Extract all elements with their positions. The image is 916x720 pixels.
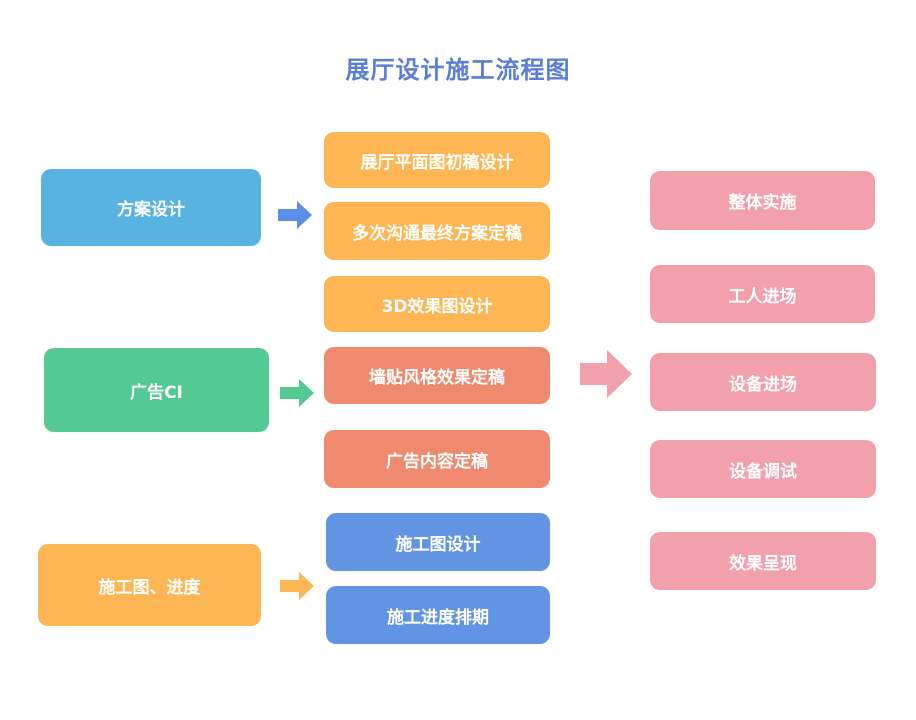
arrow-right-icon [280,379,314,407]
node-ad-ci: 广告CI [44,348,269,432]
node-workers-entry: 工人进场 [650,265,875,323]
diagram-title: 展厅设计施工流程图 [345,56,571,84]
node-ad-content: 广告内容定稿 [324,430,550,488]
arrow-right-icon [278,201,312,229]
arrow-right-icon [280,572,314,600]
node-final-scheme: 多次沟通最终方案定稿 [324,202,550,260]
node-construction-drawing-progress: 施工图、进度 [38,544,261,626]
node-construction-drawing: 施工图设计 [326,513,550,571]
node-overall-implementation: 整体实施 [650,171,875,230]
node-schedule: 施工进度排期 [326,586,550,644]
node-floor-plan-draft: 展厅平面图初稿设计 [324,132,550,188]
node-effect-presentation: 效果呈现 [650,532,876,590]
node-equipment-entry: 设备进场 [650,353,876,411]
node-wall-sticker-style: 墙贴风格效果定稿 [324,347,550,404]
node-equipment-debugging: 设备调试 [650,440,876,498]
arrow-right-icon [580,350,632,398]
node-3d-rendering: 3D效果图设计 [324,276,550,332]
node-scheme-design: 方案设计 [41,169,261,246]
